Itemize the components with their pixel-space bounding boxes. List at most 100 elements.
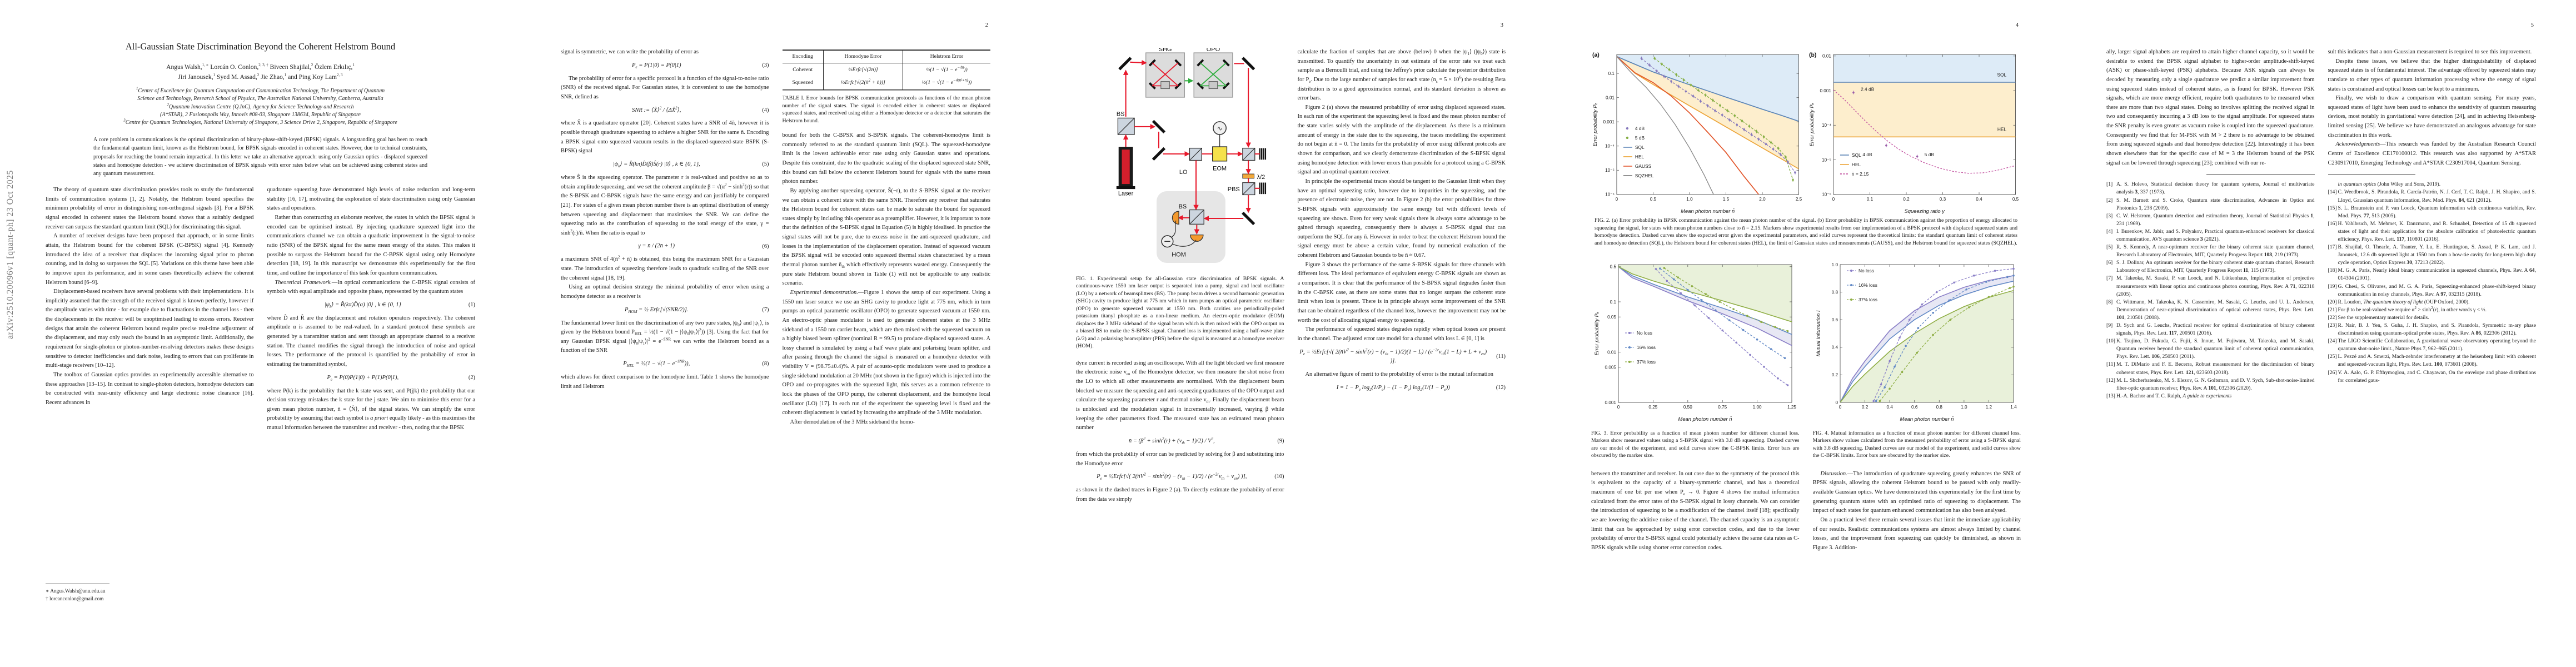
svg-text:0.4: 0.4 xyxy=(1976,197,1982,202)
svg-text:2.5: 2.5 xyxy=(1796,197,1802,202)
equation: I = 1 − Pe log2(1/Pe) − (1 − Pe) log2(1/… xyxy=(1336,385,1506,392)
paragraph: where D̂ and R̂ are the displacement and… xyxy=(267,315,476,367)
reference-item: [22]See the supplementary material for d… xyxy=(2328,314,2429,321)
svg-text:SQL: SQL xyxy=(1635,145,1645,150)
reference-item: [16]H. Vahlbruch, M. Mehmet, K. Danzmann… xyxy=(2328,220,2537,242)
svg-text:Mean photon number n̄: Mean photon number n̄ xyxy=(1678,416,1732,422)
svg-text:2.0: 2.0 xyxy=(1759,197,1766,202)
table-cell: Coherent xyxy=(793,66,813,73)
reference-item: [26]V. A. Aalo, G. P. Efthymoglou, and C… xyxy=(2328,369,2537,384)
svg-text:HEL: HEL xyxy=(1851,162,1861,167)
paragraph: Figure 3 shows the performance of the sa… xyxy=(1297,261,1506,323)
svg-text:n̄ = 2.15: n̄ = 2.15 xyxy=(1851,171,1869,177)
svg-text:0: 0 xyxy=(1838,405,1841,410)
reference-item: [20]R. Loudon, The quantum theory of lig… xyxy=(2328,298,2470,305)
equation: |ψk⟩ = R̂(kπ)D̂(β)Ŝ(r) |0⟩ , k ∈ {0, 1},… xyxy=(612,161,769,169)
equation: Pe = P(1|0) = P(0|1)(3) xyxy=(631,62,769,69)
svg-text:16% loss: 16% loss xyxy=(1637,345,1656,350)
paragraph: Acknowledgements—This research was funde… xyxy=(2328,141,2537,166)
footnote-email-2: † lorcanconlon@gmail.com xyxy=(46,596,104,603)
svg-text:0.001: 0.001 xyxy=(1820,88,1831,93)
svg-text:EOM: EOM xyxy=(1213,166,1227,172)
paragraph: calculate the fraction of samples that a… xyxy=(1297,49,1506,102)
paragraph: as shown in the dashed traces in Figure … xyxy=(1076,487,1284,502)
svg-text:Laser: Laser xyxy=(1118,191,1134,197)
paragraph: Experimental demonstration.—Figure 1 sho… xyxy=(782,289,991,416)
page-number: 4 xyxy=(2015,22,2019,28)
paragraph: Theoretical Framework.—In optical commun… xyxy=(267,279,476,295)
table-cell: Squeezed xyxy=(792,79,813,86)
reference-item: [8]C. Wittmann, M. Takeoka, K. N. Cassem… xyxy=(2106,298,2315,321)
paper-title: All-Gaussian State Discrimination Beyond… xyxy=(125,41,396,52)
paragraph: between the transmitter and receiver. In… xyxy=(1591,470,1800,551)
paragraph: signal is symmetric, we can write the pr… xyxy=(561,49,699,55)
svg-text:SHG: SHG xyxy=(1159,48,1172,53)
equation: PHOM = ½ Erfc[√(SNR/2)].(7) xyxy=(624,306,769,314)
spacer xyxy=(1076,350,1284,359)
figure-caption: TABLE I. Error bounds for BPSK communica… xyxy=(782,95,991,124)
table-cell: ½(1 − √(1 − e−4n̄)) xyxy=(902,63,990,77)
svg-text:0.4: 0.4 xyxy=(1831,345,1838,350)
svg-text:Squeezing ratio γ: Squeezing ratio γ xyxy=(1904,208,1945,214)
abstract: A core problem in communications is the … xyxy=(93,137,427,177)
reference-item: in quantum optics (John Wiley and Sons, … xyxy=(2338,181,2441,188)
paragraph: Despite these issues, we believe that th… xyxy=(2328,58,2537,92)
affiliation-line: (A*STAR), 2 Fusionopolis Way, Innovis #0… xyxy=(160,111,361,118)
paragraph: The performance of squeezed states degra… xyxy=(1297,326,1506,342)
reference-item: [25]L. Pezzé and A. Smerzi, Mach-zehnder… xyxy=(2328,354,2537,368)
equation: n̄ = (β2 + sinh2(r) + (vth − 1)/2) / V2,… xyxy=(1128,436,1284,446)
table-cell: ½Erfc[√(2(n̄2 + n̄))] xyxy=(823,76,903,91)
reference-item: [23]R. Nair, B. J. Yen, S. Guha, J. H. S… xyxy=(2328,322,2537,337)
svg-text:OPO: OPO xyxy=(1207,48,1220,53)
reference-item: [13]H.-A. Bachor and T. C. Ralph, A guid… xyxy=(2106,392,2232,399)
spacer xyxy=(1591,460,1800,470)
paragraph: In principle the experimental traces sho… xyxy=(1297,178,1506,259)
paragraph: Rather than constructing an elaborate re… xyxy=(267,215,476,276)
affiliation-line: 1Center of Excellence for Quantum Comput… xyxy=(136,86,385,94)
svg-text:λ/2: λ/2 xyxy=(1257,174,1265,181)
svg-text:0: 0 xyxy=(1617,405,1620,410)
svg-text:10⁻⁴: 10⁻⁴ xyxy=(1822,123,1831,128)
equation: |ψk⟩ = R̂(kπ)D̂(α) |0⟩ , k ∈ {0, 1}(1) xyxy=(324,301,475,309)
svg-text:0.005: 0.005 xyxy=(1605,365,1617,370)
page-number: 2 xyxy=(985,22,988,28)
svg-text:0.3: 0.3 xyxy=(1939,197,1946,202)
svg-text:4 dB: 4 dB xyxy=(1635,126,1645,131)
equation: Pe = P(0)P(1|0) + P(1)P(0|1),(2) xyxy=(327,374,475,382)
reference-item: [24]The LIGO Scientific Collaboration, A… xyxy=(2328,338,2537,352)
svg-text:SQL: SQL xyxy=(1997,72,2006,78)
reference-item: [1]A. S. Holevo, Statistical decision th… xyxy=(2106,181,2315,196)
svg-text:Mutual Information I: Mutual Information I xyxy=(1815,310,1821,356)
svg-text:5 dB: 5 dB xyxy=(1924,152,1934,157)
reference-item: [19]G. Chesi, S. Olivares, and M. G. A. … xyxy=(2328,283,2537,297)
svg-text:37% loss: 37% loss xyxy=(1858,297,1877,302)
svg-text:0.25: 0.25 xyxy=(1649,405,1658,410)
author-line-1: Angus Walsh,1, ∗ Lorcán O. Conlon,2, 3, … xyxy=(166,62,355,71)
svg-text:37% loss: 37% loss xyxy=(1637,359,1656,365)
svg-text:0.2: 0.2 xyxy=(1831,372,1838,377)
author-line-2: Jiri Janousek,1 Syed M. Assad,2 Jie Zhao… xyxy=(178,73,343,81)
svg-text:0.5: 0.5 xyxy=(2012,197,2019,202)
reference-item: [3]C. W. Helstrom, Quantum detection and… xyxy=(2106,212,2315,227)
paragraph: ally, larger signal alphabets are requir… xyxy=(2106,49,2315,166)
equation: Pe = ½Erfc[√( 2(n̄V2 − sinh2(r) − (vth −… xyxy=(1097,472,1284,481)
paragraph: After demodulation of the 3 MHz sideband… xyxy=(790,419,915,425)
paragraph: The probability of error for a specific … xyxy=(561,75,769,100)
reference-item: [11]M. T. DiMario and F. E. Becerra, Rob… xyxy=(2106,361,2315,376)
svg-text:Mean photon number n̄: Mean photon number n̄ xyxy=(1900,416,1954,422)
svg-text:HEL: HEL xyxy=(1635,154,1645,160)
svg-text:0.5: 0.5 xyxy=(1650,197,1657,202)
svg-text:∿: ∿ xyxy=(1217,125,1223,132)
page-number: 5 xyxy=(2530,22,2534,28)
spacer xyxy=(1591,247,2021,258)
paragraph: bound for both the C-BPSK and S-BPSK sig… xyxy=(782,132,991,185)
table-cell: ½(1 − √(1 − e−4(n̄²+n̄))) xyxy=(902,76,990,91)
paragraph: A number of receiver designs have been p… xyxy=(46,233,254,286)
svg-text:0.6: 0.6 xyxy=(1831,317,1838,322)
paragraph: The fundamental lower limit on the discr… xyxy=(561,320,769,354)
figure-caption: FIG. 3. Error probability as a function … xyxy=(1591,430,1800,459)
